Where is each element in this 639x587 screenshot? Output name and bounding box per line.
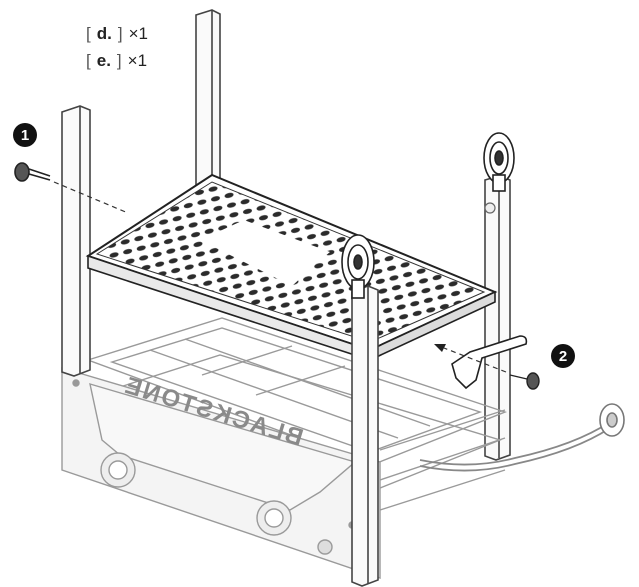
part-qty: ×1 bbox=[128, 24, 148, 43]
bracket-part-e bbox=[451, 335, 528, 390]
screw-part bbox=[509, 372, 540, 390]
caster-wheel-rear bbox=[483, 132, 515, 192]
rear-left-leg bbox=[195, 9, 221, 197]
bolt-insertion-guide-1 bbox=[53, 181, 129, 214]
step-2-badge: 2 bbox=[551, 344, 575, 368]
part-qty: ×1 bbox=[127, 51, 148, 70]
part-row-d: [ d. ] ×1 bbox=[86, 20, 148, 47]
perforated-top-shelf bbox=[85, 173, 498, 362]
step-1-badge: 1 bbox=[13, 123, 37, 147]
caster-wheel-front bbox=[341, 234, 375, 299]
bracket-close: ] bbox=[116, 51, 122, 70]
insertion-arrow-2 bbox=[434, 344, 507, 373]
bracket-open: [ bbox=[86, 24, 91, 43]
bracket-open: [ bbox=[86, 51, 91, 70]
bolt-part-d bbox=[14, 162, 51, 182]
bracket-close: ] bbox=[117, 24, 123, 43]
front-right-leg bbox=[351, 285, 379, 587]
part-row-e: [ e. ] ×1 bbox=[86, 47, 148, 74]
front-left-leg bbox=[61, 105, 91, 377]
rear-mount-screw bbox=[484, 202, 496, 214]
propane-hose bbox=[419, 421, 611, 472]
hose-fitting bbox=[599, 403, 625, 437]
part-code: e. bbox=[96, 51, 111, 70]
part-code: d. bbox=[96, 24, 112, 43]
parts-list: [ d. ] ×1 [ e. ] ×1 bbox=[86, 20, 148, 74]
rear-right-leg bbox=[484, 175, 511, 461]
front-side-panel bbox=[61, 367, 381, 579]
